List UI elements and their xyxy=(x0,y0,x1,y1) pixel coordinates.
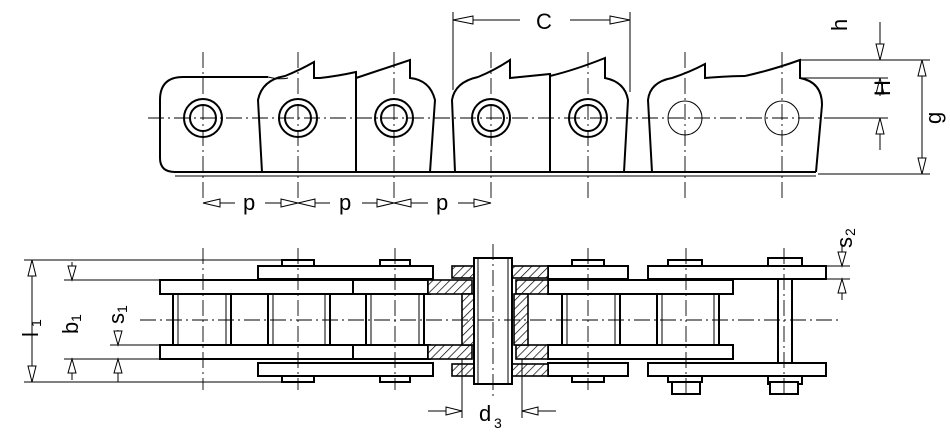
plan-outer-plates xyxy=(257,265,827,377)
dimension-s2: s 2 xyxy=(826,228,858,300)
dim-label-c: C xyxy=(536,9,552,34)
dim-label-l1-sub: 1 xyxy=(28,319,44,327)
dim-label-d3: d xyxy=(479,401,491,426)
plan-inner-plates xyxy=(159,279,734,360)
side-view-centerlines xyxy=(148,52,835,198)
dim-label-p-1: p xyxy=(243,190,255,215)
dim-label-s1: s xyxy=(104,313,129,324)
dimension-l1-b1-s1: l 1 b 1 s 1 xyxy=(18,259,282,383)
dim-label-s2: s xyxy=(832,237,857,248)
plan-centerlines xyxy=(140,244,840,396)
dimension-d3: d 3 xyxy=(428,359,556,431)
dim-label-s2-sub: 2 xyxy=(842,228,858,236)
plan-view: l 1 b 1 s 1 s 2 xyxy=(18,228,858,431)
side-view: C p p p h xyxy=(148,9,946,215)
dim-label-b1: b xyxy=(58,322,83,334)
dim-label-p-3: p xyxy=(436,190,448,215)
plan-rollers xyxy=(172,293,720,346)
dimension-c: C xyxy=(452,9,631,92)
dim-label-h: h xyxy=(827,19,852,31)
dim-label-g: g xyxy=(921,112,946,124)
dim-label-p-2: p xyxy=(339,190,351,215)
plan-section-cut xyxy=(427,257,549,385)
dim-label-b1-sub: 1 xyxy=(68,314,84,322)
dimension-h-H-g: h H g xyxy=(800,19,946,175)
dim-label-d3-sub: 3 xyxy=(494,415,502,431)
plan-pin-heads xyxy=(281,257,803,395)
dimension-p: p p p xyxy=(202,190,492,215)
dim-label-l1: l xyxy=(18,332,43,337)
dim-label-H: H xyxy=(870,80,895,96)
dim-label-s1-sub: 1 xyxy=(114,305,130,313)
